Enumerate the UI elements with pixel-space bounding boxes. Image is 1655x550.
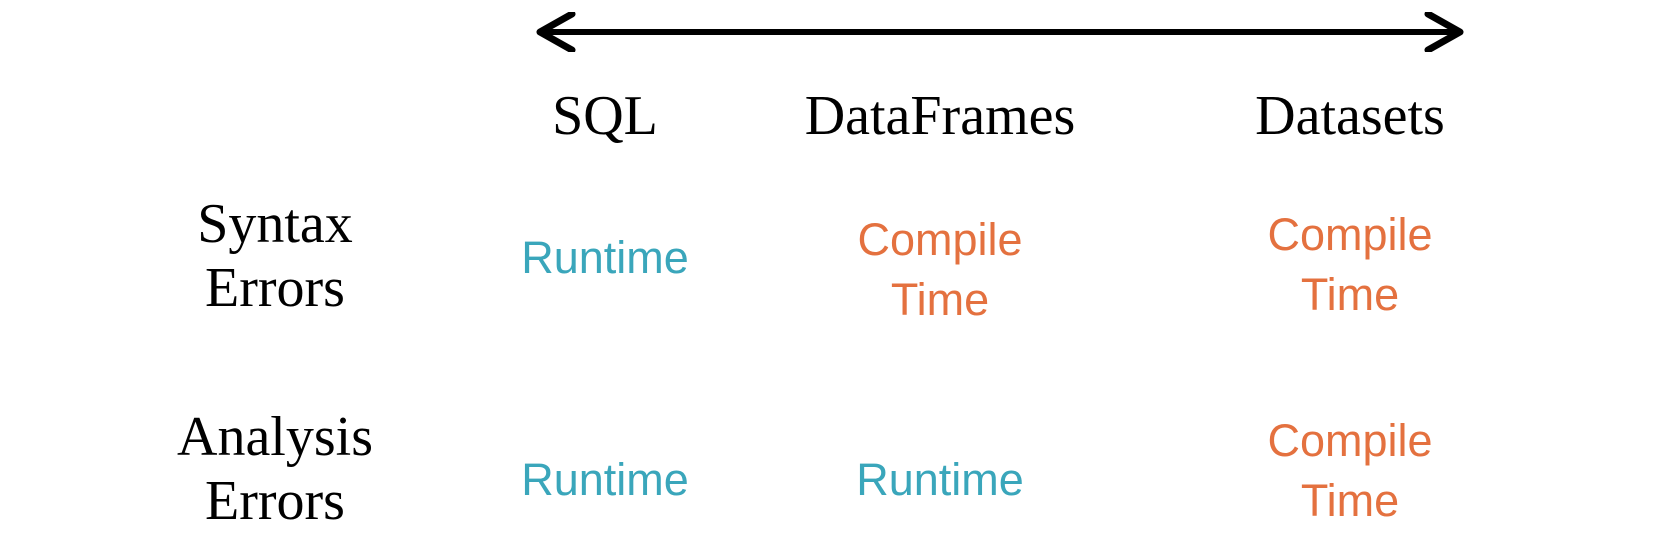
cell-analysis-sql: Runtime — [505, 450, 705, 510]
row-header-analysis-errors: Analysis Errors — [160, 405, 390, 533]
cell-analysis-datasets: Compile Time — [1230, 411, 1470, 531]
double-headed-arrow-icon — [536, 12, 1464, 52]
cell-line: Runtime — [521, 454, 689, 505]
row-header-line: Errors — [205, 257, 345, 319]
cell-line: Time — [1300, 475, 1400, 526]
cell-syntax-datasets: Compile Time — [1230, 205, 1470, 325]
row-header-syntax-errors: Syntax Errors — [160, 192, 390, 320]
row-header-line: Syntax — [197, 193, 353, 255]
row-header-line: Analysis — [177, 406, 373, 468]
cell-line: Compile — [1267, 415, 1433, 466]
cell-line: Runtime — [856, 454, 1024, 505]
cell-syntax-dataframes: Compile Time — [820, 210, 1060, 330]
column-header-datasets: Datasets — [1255, 85, 1445, 147]
cell-syntax-sql: Runtime — [505, 228, 705, 288]
cell-analysis-dataframes: Runtime — [820, 450, 1060, 510]
cell-line: Compile — [857, 214, 1023, 265]
cell-line: Compile — [1267, 209, 1433, 260]
column-header-dataframes: DataFrames — [804, 85, 1076, 147]
arrow-right-head — [1424, 12, 1464, 52]
arrow-left-head — [536, 12, 576, 52]
column-header-sql: SQL — [552, 85, 658, 147]
row-header-line: Errors — [205, 470, 345, 532]
cell-line: Time — [1300, 269, 1400, 320]
cell-line: Runtime — [521, 232, 689, 283]
cell-line: Time — [890, 274, 990, 325]
